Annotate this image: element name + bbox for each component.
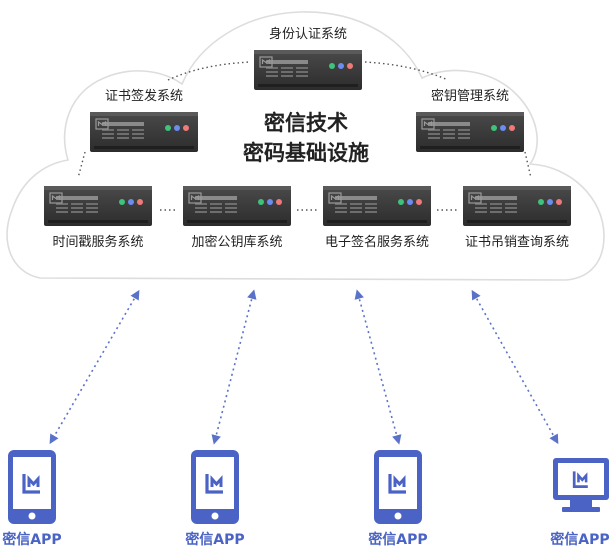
client-label-1: 密信APP [1,531,61,548]
phone-icon-3 [374,450,422,524]
label-cert-issue: 证书签发系统 [105,88,183,104]
connector-identity-to-key [364,61,449,81]
label-encrypted-pk: 加密公钥库系统 [191,234,282,250]
arrow-client2 [211,289,257,445]
client-label-4: 密信APP [549,531,609,548]
server-encrypted-pk [183,186,291,226]
server-esign [323,186,431,226]
label-revocation: 证书吊销查询系统 [465,235,569,250]
server-timestamp [44,186,152,226]
arrow-client1 [49,289,140,445]
server-revocation [463,186,571,226]
client-label-2: 密信APP [184,531,244,548]
phone-icon-1 [8,450,56,524]
cloud-shape [6,11,605,281]
label-esign: 电子签名服务系统 [325,234,429,250]
server-key-mgmt [416,112,524,152]
server-identity [254,50,362,90]
phone-icon-2 [191,450,239,524]
label-identity: 身份认证系统 [269,26,347,42]
client-label-3: 密信APP [367,531,427,548]
label-timestamp: 时间戳服务系统 [52,234,143,250]
center-title-line2: 密码基础设施 [243,141,369,165]
label-key-mgmt: 密钥管理系统 [431,88,509,104]
center-title-line1: 密信技术 [264,111,348,135]
server-cert-issue [90,112,198,152]
arrow-client3 [354,289,402,445]
monitor-icon [553,458,609,512]
arrow-client4 [471,289,559,445]
